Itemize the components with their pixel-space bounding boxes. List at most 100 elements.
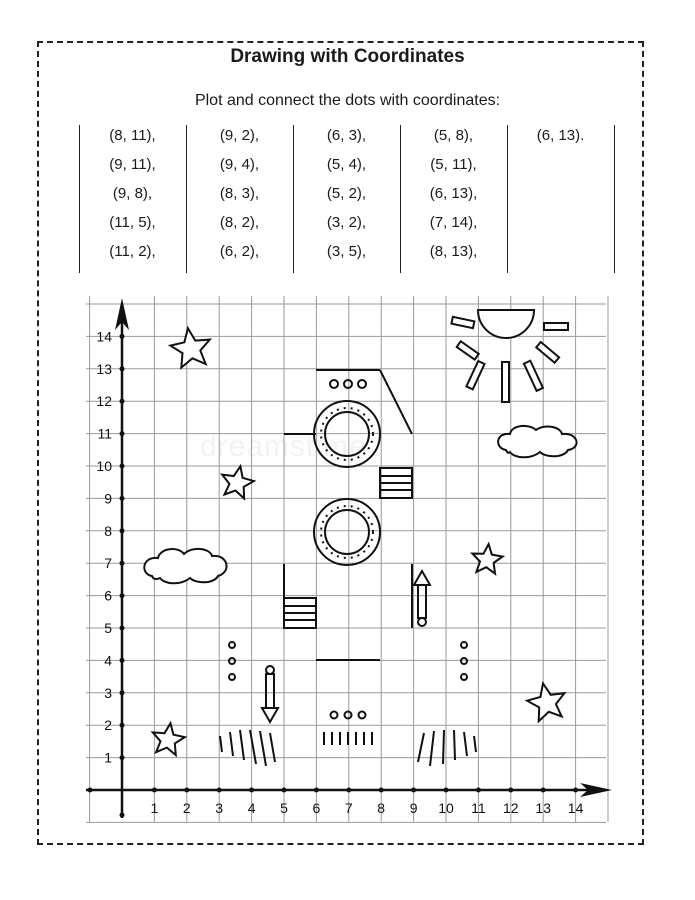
coordinate-item: (5, 4), [326, 156, 367, 173]
star-icon [167, 325, 213, 370]
coordinate-item: (3, 5), [326, 243, 367, 260]
x-tick-mark [313, 787, 319, 793]
coordinate-column: (8, 11), (9, 11), (9, 8), (11, 5), (11, … [79, 125, 186, 273]
coordinate-item: (6, 13), [429, 185, 478, 202]
worksheet-title: Drawing with Coordinates [230, 46, 465, 67]
column-divider [614, 125, 615, 273]
exhaust-flames-icon [417, 729, 477, 767]
porthole-inner [324, 509, 370, 555]
coordinate-item: (6, 3), [326, 127, 367, 144]
y-tick-label: 10 [96, 458, 112, 474]
y-tick-mark [119, 431, 125, 437]
y-tick-label: 3 [104, 685, 112, 701]
arrow-down-icon [260, 665, 280, 725]
y-tick-label: 1 [104, 750, 112, 766]
coordinate-column: (9, 2), (9, 4), (8, 3), (8, 2), (6, 2), [186, 125, 293, 273]
coordinate-item: (8, 11), [109, 127, 156, 144]
y-tick-mark [119, 593, 125, 599]
coordinate-item: (6, 2), [219, 243, 260, 260]
coordinate-column: (6, 3), (5, 4), (5, 2), (3, 2), (3, 5), [293, 125, 400, 273]
rocket-light-dot [228, 657, 236, 665]
watermark: dreamstime [200, 430, 367, 463]
y-tick-label: 2 [104, 717, 112, 733]
cloud-icon [143, 548, 228, 585]
x-axis-arrow-icon [580, 783, 612, 797]
column-divider [400, 125, 401, 273]
x-tick-label: 2 [183, 800, 191, 816]
y-tick-label: 12 [96, 393, 112, 409]
coordinate-item: (9, 11), [109, 156, 156, 173]
x-tick-mark [249, 787, 255, 793]
coordinate-item: (11, 5), [109, 214, 156, 231]
rocket-light-dot [228, 641, 236, 649]
x-tick-mark [573, 787, 579, 793]
x-tick-mark [508, 787, 514, 793]
y-tick-label: 14 [96, 328, 112, 344]
exhaust-flames-icon [219, 729, 276, 767]
x-tick-label: 6 [313, 800, 321, 816]
porthole-icon [313, 498, 381, 566]
rocket-partial-drawing [219, 369, 477, 767]
star-icon [219, 463, 257, 501]
porthole-rivets [320, 407, 374, 461]
y-tick-mark [119, 398, 125, 404]
coordinate-item: (8, 13), [429, 243, 478, 260]
x-tick-mark [411, 787, 417, 793]
rocket-light-dot [329, 379, 339, 389]
star-icon [470, 541, 506, 577]
x-tick-mark [540, 787, 546, 793]
axis-dot [119, 812, 125, 818]
x-tick-label: 1 [151, 800, 159, 816]
x-tick-mark [443, 787, 449, 793]
y-tick-mark [119, 463, 125, 469]
rocket-light-dot [357, 379, 367, 389]
y-axis-arrow-icon [115, 298, 129, 330]
sun-icon [450, 309, 569, 403]
coordinate-item: (7, 14), [429, 214, 478, 231]
star-icon [150, 720, 188, 758]
x-tick-label: 14 [568, 800, 584, 816]
rocket-light-dot [329, 710, 339, 720]
y-tick-mark [119, 366, 125, 372]
y-tick-label: 13 [96, 361, 112, 377]
porthole-rivets [320, 505, 374, 559]
rocket-light-dot [228, 673, 236, 681]
coordinate-item: (8, 3), [219, 185, 260, 202]
worksheet-instructions: Plot and connect the dots with coordinat… [194, 92, 501, 109]
rocket-light-dot [460, 641, 468, 649]
x-tick-mark [378, 787, 384, 793]
y-tick-label: 7 [104, 555, 112, 571]
y-tick-label: 4 [104, 652, 112, 668]
x-tick-label: 11 [471, 800, 486, 816]
x-tick-mark [184, 787, 190, 793]
x-tick-label: 5 [280, 800, 288, 816]
coordinate-item: (8, 2), [219, 214, 260, 231]
coordinate-column: (5, 8), (5, 11), (6, 13), (7, 14), (8, 1… [400, 125, 507, 273]
x-tick-label: 12 [503, 800, 519, 816]
y-tick-label: 6 [104, 588, 112, 604]
y-tick-mark [119, 560, 125, 566]
x-tick-mark [346, 787, 352, 793]
y-tick-mark [119, 657, 125, 663]
rocket-light-dot [460, 657, 468, 665]
coordinate-item: (5, 8), [433, 127, 474, 144]
rocket-light-dot [343, 710, 353, 720]
dashed-border [37, 41, 644, 845]
arrow-up-icon [412, 568, 432, 627]
y-tick-label: 11 [97, 426, 112, 442]
rocket-nose-edge [379, 369, 413, 435]
rocket-light-dot [357, 710, 367, 720]
y-tick-mark [119, 722, 125, 728]
coordinate-item: (5, 11), [430, 156, 477, 173]
y-tick-mark [119, 495, 125, 501]
porthole-inner [324, 411, 370, 457]
x-tick-label: 8 [377, 800, 385, 816]
x-tick-mark [281, 787, 287, 793]
coordinate-list: (8, 11), (9, 11), (9, 8), (11, 5), (11, … [79, 125, 615, 273]
coordinate-item: (9, 8), [112, 185, 153, 202]
x-tick-mark [216, 787, 222, 793]
y-tick-mark [119, 755, 125, 761]
x-tick-mark [475, 787, 481, 793]
